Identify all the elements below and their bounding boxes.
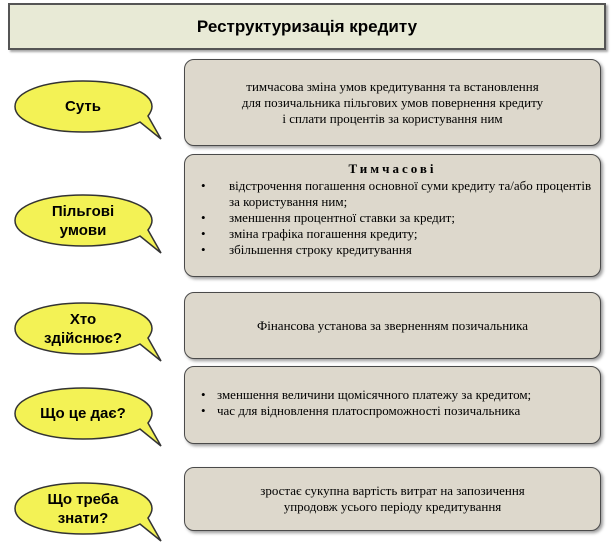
bubble-what-it-gives: Що це дає? — [13, 386, 181, 447]
card-heading: Тимчасові — [348, 161, 437, 176]
diagram-title: Реструктуризація кредиту — [8, 3, 606, 50]
speech-bubble-shape — [14, 302, 162, 362]
answer-card-what-it-gives: зменшення величини щомісячного платежу з… — [184, 366, 601, 444]
question-label: Що це дає? — [40, 405, 126, 422]
answer-card-preferential-terms: Тимчасові відстрочення погашення основно… — [184, 154, 601, 277]
speech-bubble-shape — [14, 482, 162, 542]
list-item: час для відновлення платоспроможності по… — [185, 403, 600, 419]
answer-card-who-performs: Фінансова установа за зверненням позичал… — [184, 292, 601, 359]
question-label: Пільгові умови — [51, 202, 115, 239]
question-label: Суть — [65, 98, 101, 115]
speech-bubble-shape — [14, 387, 162, 447]
question-label: Що треба знати? — [47, 490, 119, 527]
speech-bubble-shape — [14, 80, 162, 140]
answer-text: тимчасова зміна умов кредитування та вст… — [241, 78, 544, 126]
answer-card-what-to-know: зростає сукупна вартість витрат на запоз… — [184, 467, 601, 531]
speech-bubble-shape — [14, 194, 162, 254]
bubble-what-to-know: Що треба знати? — [13, 481, 181, 542]
list-item: зменшення процентної ставки за кредит; — [185, 210, 600, 226]
bubble-who-performs: Хто здійснює? — [13, 301, 181, 362]
answer-text: зростає сукупна вартість витрат на запоз… — [260, 483, 525, 514]
list-item: зменшення величини щомісячного платежу з… — [185, 387, 600, 403]
list-item: збільшення строку кредитування — [185, 242, 600, 258]
answer-card-essence: тимчасова зміна умов кредитування та вст… — [184, 59, 601, 146]
bubble-essence: Суть — [13, 79, 181, 140]
bullet-list: відстрочення погашення основної суми кре… — [185, 178, 600, 258]
answer-text: Фінансова установа за зверненням позичал… — [256, 317, 529, 333]
bubble-preferential-terms: Пільгові умови — [13, 193, 181, 254]
bullet-list: зменшення величини щомісячного платежу з… — [185, 387, 600, 419]
list-item: відстрочення погашення основної суми кре… — [185, 178, 600, 210]
question-label: Хто здійснює? — [43, 310, 123, 347]
list-item: зміна графіка погашення кредиту; — [185, 226, 600, 242]
